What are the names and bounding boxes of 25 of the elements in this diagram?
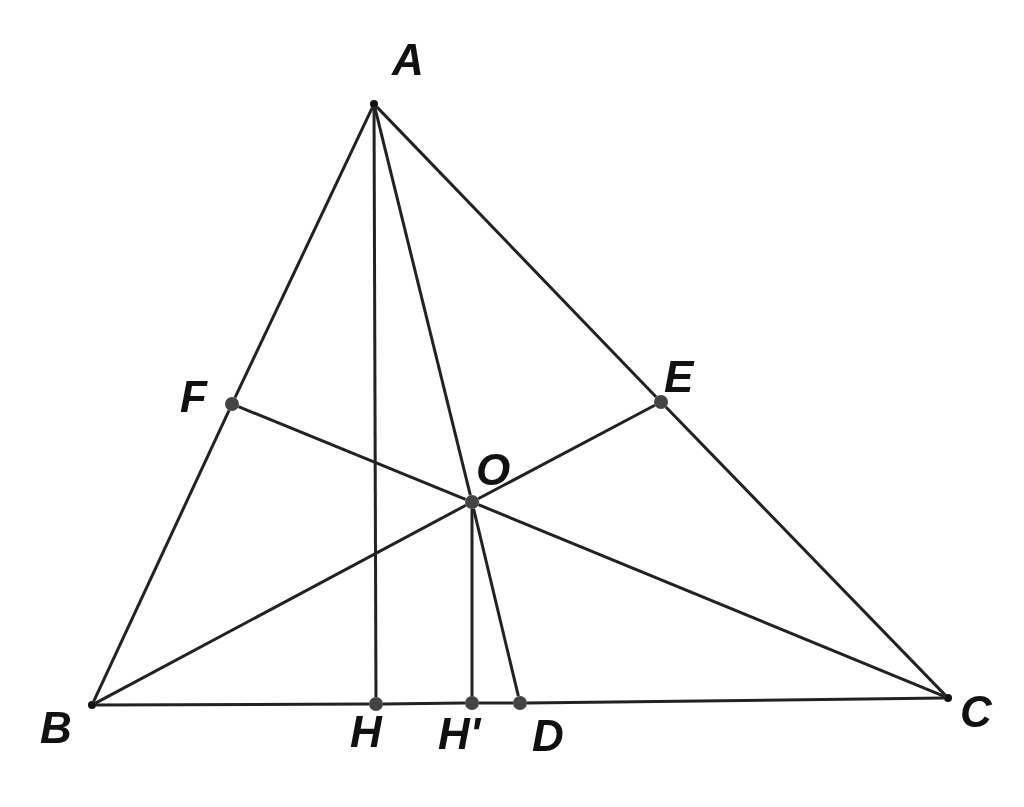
line-segment xyxy=(470,509,474,696)
line-segment xyxy=(383,701,465,706)
line-segment xyxy=(664,406,947,697)
point-label: F xyxy=(180,375,207,419)
line-segment xyxy=(372,108,378,697)
line-segment xyxy=(477,503,945,698)
line-segment xyxy=(96,702,369,707)
line-segment xyxy=(233,106,374,399)
line-segment xyxy=(373,107,472,496)
point-label: O xyxy=(476,448,511,492)
line-segment xyxy=(94,503,467,705)
line-segment xyxy=(477,403,656,501)
line-segment xyxy=(479,701,513,705)
line-segment xyxy=(527,696,944,705)
line-segment xyxy=(472,508,520,697)
line-segment xyxy=(375,105,658,398)
point-label: H' xyxy=(438,712,481,756)
point-label: E xyxy=(664,355,694,399)
point-label: H xyxy=(350,710,382,754)
point-label: D xyxy=(532,714,564,758)
line-segment xyxy=(92,409,231,702)
point-label: B xyxy=(40,706,72,750)
line-segment xyxy=(237,405,467,501)
point-label: C xyxy=(960,690,992,734)
point-label: A xyxy=(392,38,424,82)
